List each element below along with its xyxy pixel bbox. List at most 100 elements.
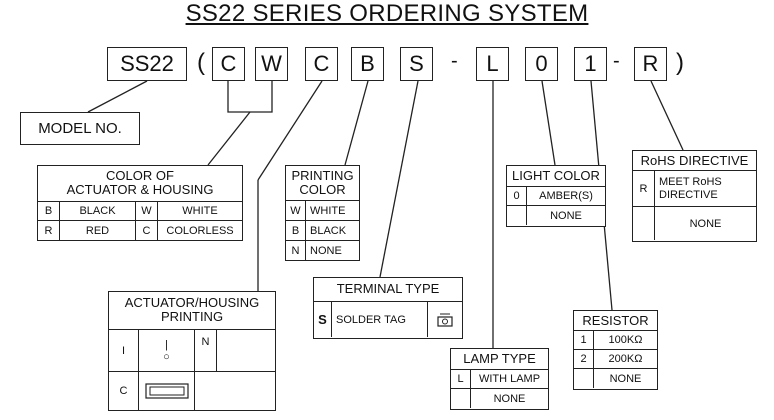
- rohs-name-line1: MEET RoHS: [659, 175, 722, 188]
- table-row: I | ○ N: [109, 330, 275, 372]
- lamp-type-table: LAMP TYPE L WITH LAMP NONE: [450, 348, 549, 410]
- printing-code: C: [109, 372, 139, 410]
- resistor-header: RESISTOR: [574, 311, 657, 331]
- printing-name: NONE: [310, 244, 342, 257]
- rohs-code: R: [633, 171, 655, 206]
- printing-color-header-line1: PRINTING: [291, 168, 354, 183]
- rohs-name-line2: DIRECTIVE: [659, 188, 718, 201]
- actuator-printing-header-line1: ACTUATOR/HOUSING: [124, 295, 260, 310]
- dash-2: -: [613, 50, 620, 72]
- table-row: R RED C COLORLESS: [38, 221, 242, 240]
- table-row: NONE: [574, 369, 657, 388]
- light-color-header: LIGHT COLOR: [507, 166, 605, 187]
- lamp-type-header: LAMP TYPE: [451, 349, 548, 370]
- light-name: AMBER(S): [539, 190, 593, 202]
- table-row: R MEET RoHS DIRECTIVE: [633, 171, 756, 207]
- light-code: 0: [507, 187, 527, 205]
- rectangle-symbol-icon: [139, 372, 195, 410]
- solder-tag-icon: [428, 302, 462, 337]
- lamp-name: NONE: [493, 392, 526, 405]
- table-row: 2 200KΩ: [574, 350, 657, 369]
- color-table-header-line2: ACTUATOR & HOUSING: [66, 182, 214, 197]
- code-box-light-color: 0: [525, 47, 558, 81]
- code-box-lamp-type: L: [476, 47, 509, 81]
- rohs-header: RoHS DIRECTIVE: [633, 151, 756, 171]
- printing-name: BLACK: [310, 224, 347, 237]
- color-name: BLACK: [60, 202, 136, 220]
- empty-cell: [195, 372, 275, 410]
- code-box-actuator-printing: C: [305, 47, 338, 81]
- rohs-code: [633, 207, 655, 240]
- table-row: 0 AMBER(S): [507, 187, 605, 206]
- resistor-code: [574, 369, 594, 388]
- color-name: WHITE: [182, 205, 218, 217]
- table-row: B BLACK: [286, 221, 359, 241]
- actuator-printing-header: ACTUATOR/HOUSING PRINTING: [109, 292, 275, 330]
- table-row: N NONE: [286, 241, 359, 260]
- code-box-prefix: SS22: [107, 47, 187, 81]
- symbol-bar: |: [165, 338, 168, 351]
- code-box-housing-color: W: [255, 47, 288, 81]
- table-row: B BLACK W WHITE: [38, 202, 242, 221]
- printing-code: I: [109, 330, 139, 371]
- color-code: R: [38, 221, 60, 240]
- table-row: 1 100KΩ: [574, 331, 657, 350]
- table-row: S SOLDER TAG: [314, 302, 462, 337]
- lamp-name: WITH LAMP: [478, 373, 541, 385]
- terminal-code: S: [314, 302, 332, 337]
- printing-code: W: [286, 201, 306, 220]
- printing-name: WHITE: [310, 204, 346, 217]
- page-title: SS22 SERIES ORDERING SYSTEM: [185, 0, 589, 27]
- resistor-table: RESISTOR 1 100KΩ 2 200KΩ NONE: [573, 310, 658, 390]
- table-row: C: [109, 372, 275, 410]
- symbol-circle: ○: [163, 350, 170, 363]
- table-row: NONE: [633, 207, 756, 240]
- rectangle-symbol-svg: [144, 383, 189, 399]
- code-box-terminal-type: S: [400, 47, 433, 81]
- rohs-name: MEET RoHS DIRECTIVE: [655, 171, 756, 206]
- printing-code: N: [195, 330, 217, 371]
- color-code: W: [136, 202, 158, 220]
- dash-1: -: [451, 50, 458, 72]
- light-name: NONE: [550, 209, 582, 222]
- close-paren: ): [676, 49, 684, 76]
- lamp-code: L: [451, 370, 471, 388]
- printing-color-table: PRINTING COLOR W WHITE B BLACK N NONE: [285, 165, 360, 261]
- actuator-printing-header-line2: PRINTING: [160, 309, 224, 324]
- solder-tag-svg: [437, 313, 453, 327]
- resistor-name: 100KΩ: [608, 334, 643, 346]
- color-name: RED: [60, 221, 136, 240]
- color-table-header: COLOR OF ACTUATOR & HOUSING: [38, 166, 242, 202]
- printing-color-header: PRINTING COLOR: [286, 166, 359, 201]
- color-code: C: [136, 221, 158, 240]
- code-box-printing-color: B: [351, 47, 384, 81]
- resistor-name: NONE: [609, 372, 642, 385]
- table-row: NONE: [507, 206, 605, 225]
- empty-cell: [217, 330, 275, 371]
- light-code: [507, 206, 527, 225]
- terminal-name: SOLDER TAG: [332, 302, 428, 337]
- color-name: COLORLESS: [166, 224, 234, 237]
- open-paren: (: [197, 49, 205, 76]
- model-no-label: MODEL NO.: [20, 112, 140, 145]
- code-box-rohs: R: [634, 47, 667, 81]
- resistor-code: 2: [574, 350, 594, 368]
- lamp-code: [451, 389, 471, 408]
- actuator-printing-table: ACTUATOR/HOUSING PRINTING I | ○ N C: [108, 291, 276, 411]
- terminal-type-header: TERMINAL TYPE: [314, 278, 462, 302]
- table-row: NONE: [451, 389, 548, 408]
- color-table-header-line1: COLOR OF: [106, 168, 174, 183]
- resistor-name: 200KΩ: [608, 353, 643, 365]
- resistor-code: 1: [574, 331, 594, 349]
- color-code: B: [38, 202, 60, 220]
- terminal-type-table: TERMINAL TYPE S SOLDER TAG: [313, 277, 463, 339]
- on-off-symbol-icon: | ○: [139, 330, 195, 371]
- code-box-actuator-color: C: [212, 47, 245, 81]
- color-table: COLOR OF ACTUATOR & HOUSING B BLACK W WH…: [37, 165, 243, 241]
- rohs-name: NONE: [689, 217, 722, 230]
- code-box-resistor: 1: [574, 47, 607, 81]
- rohs-table: RoHS DIRECTIVE R MEET RoHS DIRECTIVE NON…: [632, 150, 757, 242]
- printing-code: B: [286, 221, 306, 240]
- table-row: W WHITE: [286, 201, 359, 221]
- light-color-table: LIGHT COLOR 0 AMBER(S) NONE: [506, 165, 606, 227]
